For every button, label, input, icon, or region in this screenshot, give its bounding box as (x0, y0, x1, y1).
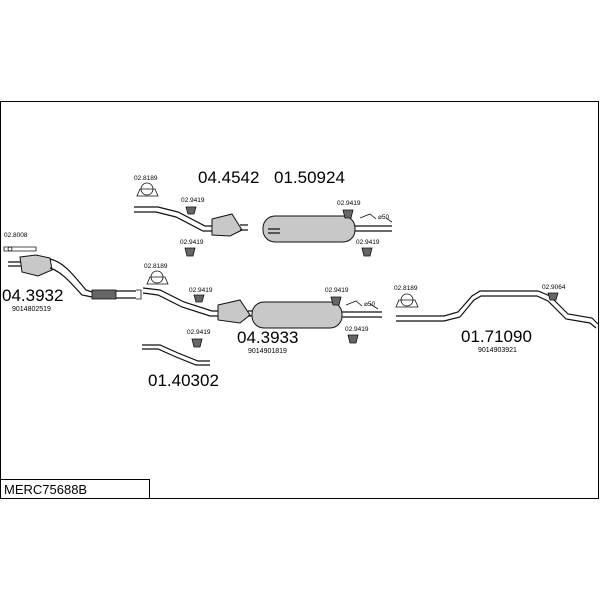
hanger-label-c: 02.9419 (337, 200, 361, 207)
mount-icon (395, 293, 419, 308)
middle-number: 04.3933 (237, 328, 298, 347)
tail-oe: 9014903921 (478, 347, 517, 354)
lower-tail-number: 01.40302 (148, 371, 219, 390)
front-clamp-icon (3, 246, 37, 252)
mount-icon (136, 182, 159, 197)
front-clamp-label: 02.8008 (4, 232, 28, 239)
middle-cat-pipe (142, 287, 256, 324)
front-pipe-oe: 9014802519 (12, 306, 51, 313)
upper-silencer (262, 213, 393, 243)
hanger-label-g: 02.9419 (325, 287, 349, 294)
lower-tail-pipe (142, 344, 210, 366)
diameter-middle: ⌀50 (364, 301, 376, 308)
middle-silencer (251, 300, 382, 329)
hanger-label-d: 02.9419 (356, 239, 380, 246)
diameter-upper: ⌀50 (378, 214, 390, 221)
mount-label-a: 02.8189 (134, 175, 158, 182)
upper-cat-pipe (134, 206, 248, 237)
hanger-label-h: 02.9419 (345, 326, 369, 333)
upper-cat-number: 04.4542 (198, 168, 259, 187)
hanger-label-f: 02.9419 (187, 329, 211, 336)
clamp-label: 02.9064 (542, 284, 566, 291)
hanger-label-b: 02.9419 (180, 239, 204, 246)
upper-silencer-number: 01.50924 (274, 168, 345, 187)
diagram-code: MERC75688B (4, 482, 88, 497)
diagram-frame (0, 101, 599, 499)
hanger-label-e: 02.9419 (189, 287, 213, 294)
tail-pipe (396, 290, 599, 329)
hanger-icon (184, 206, 373, 257)
hanger-icon (191, 294, 359, 348)
mount-icon (146, 270, 169, 285)
diagram-code-box: MERC75688B (0, 479, 150, 499)
mount-label-b: 02.8189 (144, 263, 168, 270)
mount-label-c: 02.8189 (394, 285, 418, 292)
tail-number: 01.71090 (461, 327, 532, 346)
clamp-icon (547, 292, 559, 301)
hanger-label-a: 02.9419 (181, 197, 205, 204)
middle-oe: 9014901819 (248, 348, 287, 355)
front-pipe-number: 04.3932 (2, 286, 63, 305)
front-pipe-assembly (8, 254, 142, 300)
